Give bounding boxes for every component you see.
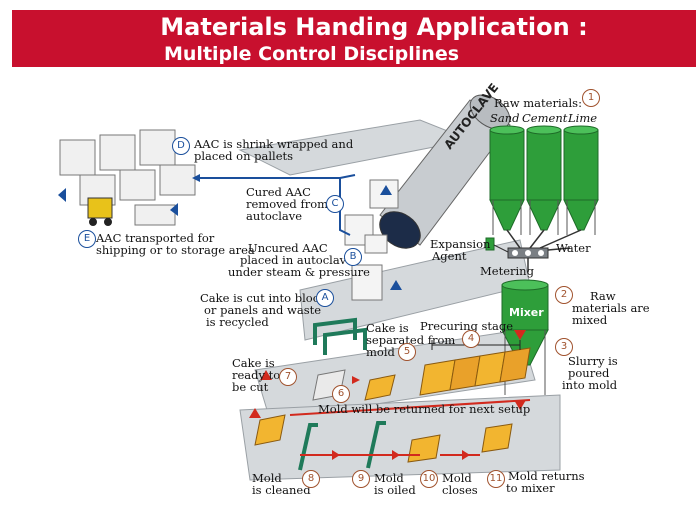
forklift — [87, 197, 113, 226]
closes-1: Mold — [442, 471, 472, 485]
transport-2: shipping or to storage area — [96, 243, 255, 257]
slurry-1: Slurry is — [568, 354, 618, 368]
page-subtitle: Multiple Control Disciplines — [164, 43, 460, 65]
step-10-badge: 10 — [420, 470, 438, 488]
cut-blocks — [344, 179, 399, 301]
step-5-badge: 5 — [398, 343, 416, 361]
raw-mixed-2: materials are — [572, 301, 650, 315]
cake-separated-2: separated from — [366, 333, 456, 347]
precuring-label: Precuring stage — [420, 319, 514, 333]
shrink-2: placed on pallets — [194, 149, 294, 163]
molds-precuring — [419, 347, 531, 396]
step-3-badge: 3 — [555, 338, 573, 356]
page-title: Materials Handing Application : — [160, 13, 588, 41]
shrink-1: AAC is shrink wrapped and — [194, 137, 354, 151]
step-7-badge: 7 — [279, 368, 297, 386]
slurry-2: poured — [568, 366, 610, 380]
raw-mixed-3: mixed — [572, 313, 608, 327]
silo-cement — [526, 125, 562, 235]
raw-materials-label: Raw materials: — [494, 96, 582, 110]
metering-label: Metering — [480, 264, 534, 278]
cake-cut-2: or panels and waste — [204, 303, 322, 317]
uncured-3: under steam & pressure — [228, 265, 370, 279]
flow-arrows — [58, 174, 526, 460]
silo-lime — [563, 125, 599, 235]
mold-returned-label: Mold will be returned for next setup — [318, 402, 531, 416]
step-e-badge: E — [78, 230, 96, 248]
cake-separated-1: Cake is — [366, 321, 409, 335]
raw-mixed-1: Raw — [590, 289, 616, 303]
returns-2: to mixer — [506, 481, 555, 495]
step-8-badge: 8 — [302, 470, 320, 488]
water-label: Water — [556, 241, 591, 255]
step-b-badge: B — [344, 248, 362, 266]
cured-2: removed from — [246, 197, 329, 211]
cleaned-1: Mold — [252, 471, 282, 485]
uncured-1: Uncured AAC — [248, 241, 328, 255]
lime-label: Lime — [568, 111, 598, 125]
mixer: Mixer — [501, 279, 549, 395]
mixer-label: Mixer — [509, 306, 544, 319]
cake-separated-3: mold — [366, 345, 395, 359]
step-2-badge: 2 — [555, 286, 573, 304]
cement-label: Cement — [522, 111, 568, 125]
cured-3: autoclave — [246, 209, 303, 223]
slurry-3: into mold — [562, 378, 618, 392]
cake-cut-3: is recycled — [206, 315, 269, 329]
expansion-agent-tank — [485, 237, 495, 251]
cutting-frame — [313, 317, 367, 355]
step-11-badge: 11 — [487, 470, 505, 488]
ready-3: be cut — [232, 380, 269, 394]
uncured-2: placed in autoclave — [240, 253, 353, 267]
sand-label: Sand — [490, 111, 520, 125]
step-9-badge: 9 — [352, 470, 370, 488]
silos — [485, 125, 599, 272]
returns-1: Mold returns — [508, 469, 585, 483]
closes-2: closes — [442, 483, 478, 497]
step-a-badge: A — [316, 289, 334, 307]
oiled-2: is oiled — [374, 483, 416, 497]
cleaned-2: is cleaned — [252, 483, 311, 497]
expansion-label-1: Expansion — [430, 237, 491, 251]
flow-lines — [200, 174, 531, 456]
step-d-badge: D — [172, 137, 190, 155]
step-1-badge: 1 — [582, 89, 600, 107]
expansion-label-2: Agent — [432, 249, 467, 263]
step-4-badge: 4 — [462, 330, 480, 348]
silo-sand — [489, 125, 525, 235]
ready-1: Cake is — [232, 356, 275, 370]
cured-1: Cured AAC — [246, 185, 311, 199]
title-banner: Materials Handing Application : Multiple… — [12, 10, 696, 67]
cake-cut-1: Cake is cut into blocks — [200, 291, 333, 305]
transport-1: AAC transported for — [96, 231, 215, 245]
step-6-badge: 6 — [332, 385, 350, 403]
ready-2: ready to — [232, 368, 281, 382]
oiled-1: Mold — [374, 471, 404, 485]
step-c-badge: C — [326, 195, 344, 213]
